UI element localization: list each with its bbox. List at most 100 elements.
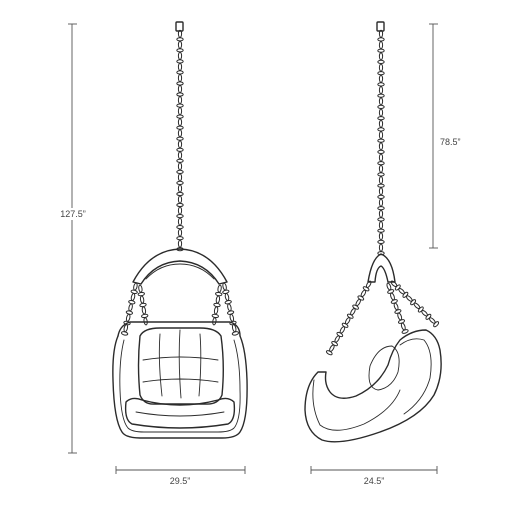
front-chain-link: [176, 180, 184, 185]
front-chain-link: [176, 236, 184, 241]
side-chain-link: [377, 251, 385, 256]
front-ceiling-hook: [175, 21, 184, 32]
front-side-chain-link: [137, 291, 145, 297]
front-chain-link: [177, 129, 183, 138]
side-suspension-chain-link: [393, 302, 399, 311]
height-dimension: 127.5”: [50, 23, 96, 454]
front-chain-link: [176, 48, 184, 53]
front-chain-link: [176, 158, 184, 163]
chain-length-dimension: 78.5”: [429, 23, 461, 249]
front-chain-link: [177, 62, 183, 72]
front-chain-link: [176, 81, 184, 86]
side-chain-link: [378, 108, 384, 117]
front-side-chain-link: [231, 331, 240, 336]
front-back-cushion: [137, 327, 224, 405]
side-chain-link: [377, 104, 385, 110]
height-label: 127.5”: [60, 209, 86, 219]
front-chain-link: [177, 184, 183, 193]
front-chain-link: [177, 118, 183, 127]
side-chain-link: [378, 176, 384, 185]
width-label: 29.5”: [170, 476, 191, 486]
front-side-chains: [120, 282, 240, 336]
side-suspension-chain-link: [433, 321, 440, 328]
side-chain-link: [377, 138, 385, 143]
front-chain-link: [177, 195, 183, 204]
front-upper-frame: [117, 321, 241, 337]
front-side-chain-link: [133, 282, 138, 291]
side-chain-link: [378, 221, 384, 230]
front-chain-link: [177, 140, 183, 149]
side-chain-link: [377, 239, 385, 244]
front-side-chain-link: [217, 284, 222, 293]
front-chain: [176, 29, 184, 252]
side-chain-link: [378, 74, 384, 83]
front-chain-link: [176, 225, 184, 230]
side-seat-opening: [312, 379, 401, 431]
side-chain-link: [377, 194, 385, 199]
front-side-chain-link: [229, 313, 235, 322]
front-side-chain-link: [227, 303, 232, 312]
front-side-chain-link: [213, 306, 219, 315]
side-chain-link: [378, 119, 384, 128]
side-chain: [377, 29, 385, 256]
side-chain-link: [378, 232, 384, 241]
side-suspension-chain-link: [397, 312, 403, 321]
front-chain-link: [177, 162, 183, 171]
side-chain-link: [378, 187, 384, 196]
front-side-chain-link: [224, 292, 230, 302]
front-chain-link: [176, 70, 184, 75]
front-chain-link: [177, 217, 183, 226]
side-suspension-chains: [325, 280, 440, 356]
front-side-chain-link: [139, 295, 145, 304]
front-chain-link: [176, 169, 184, 174]
front-chain-link: [176, 191, 184, 197]
side-chain-link: [377, 59, 385, 65]
side-suspension-chain-link: [402, 291, 409, 298]
side-chain-link: [378, 86, 384, 95]
front-chain-link: [176, 202, 184, 208]
front-side-chain-link: [125, 313, 131, 322]
front-chain-link: [177, 107, 183, 116]
front-seat-shell: [112, 335, 248, 439]
front-cushion-tufting: [142, 329, 219, 399]
front-side-chain-link: [215, 291, 223, 297]
front-chain-link: [176, 114, 184, 119]
side-back-curve: [399, 338, 432, 415]
side-chain-link: [377, 183, 385, 188]
side-chain-link: [378, 198, 384, 207]
side-chain-link: [378, 142, 384, 151]
side-chain-link: [378, 243, 384, 252]
depth-label: 24.5”: [364, 476, 385, 486]
front-chain-link: [177, 51, 183, 61]
front-width-dimension: 29.5”: [115, 466, 246, 486]
front-chain-link: [176, 214, 184, 219]
side-view: [304, 21, 442, 443]
front-side-chain-link: [222, 282, 227, 291]
side-chain-link: [378, 97, 384, 106]
side-chain-link: [377, 82, 385, 87]
front-chain-link: [177, 228, 183, 237]
side-suspension-chain-link: [401, 329, 409, 334]
front-chain-link: [176, 103, 184, 108]
front-chain-link: [176, 92, 184, 97]
front-side-chain-link: [128, 303, 133, 312]
front-chain-link: [177, 73, 183, 83]
front-side-chain-link: [141, 306, 147, 315]
front-side-chain-link: [138, 284, 143, 293]
front-chain-link: [176, 59, 184, 64]
side-chain-link: [378, 131, 384, 140]
side-chain-link: [377, 71, 385, 76]
front-chain-link: [176, 147, 184, 152]
side-suspension-chain-link: [400, 322, 406, 331]
chain-length-label: 78.5”: [440, 137, 461, 147]
front-chain-link: [176, 37, 184, 42]
side-chain-link: [377, 217, 385, 222]
side-seat-shell: [304, 329, 442, 443]
side-chain-link: [377, 116, 385, 121]
front-seat-cushion: [124, 397, 236, 429]
front-top-arch: [132, 248, 228, 285]
side-chain-link: [377, 149, 385, 154]
front-chain-link: [176, 136, 184, 141]
front-seat-shell-inner: [119, 339, 241, 433]
side-chain-link: [378, 41, 384, 50]
